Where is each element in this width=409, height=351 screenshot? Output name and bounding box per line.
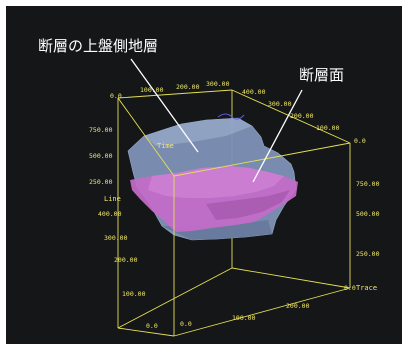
tick-bottom-1: 100.00 [232,314,256,322]
3d-viewport[interactable]: 0.0 100.00 200.00 300.00 400.00 300.00 2… [6,6,402,344]
tick-left-time-1: 500.00 [89,152,113,160]
tick-left-line-4: 0.0 [146,322,158,330]
tick-right-time-1: 500.00 [356,210,380,218]
tick-top-back-1: 100.00 [140,86,164,94]
tick-top-back-2: 200.00 [176,83,200,91]
bounding-box-front [117,97,351,337]
fault-plane-callout-label: 断層面 [299,66,344,84]
hanging-wall-callout-label: 断層の上盤側地層 [38,37,158,55]
tick-left-time-0: 750.00 [89,126,113,134]
tick-top-right-1: 300.00 [268,100,292,108]
tick-bottom-0: 0.0 [180,320,192,328]
tick-left-line-2: 200.00 [114,256,138,264]
tick-bottom-2: 200.00 [286,302,310,310]
hanging-wall-leader-line [130,58,199,153]
line-axis-label: Line [104,195,121,203]
trace-axis-label: Trace [356,284,377,292]
horizon-trace-mark [217,113,245,120]
annotations: 断層の上盤側地層 断層面 [38,37,344,183]
tick-left-line-0: 400.00 [98,210,122,218]
axis-labels: 0.0 100.00 200.00 300.00 400.00 300.00 2… [89,80,380,330]
tick-top-right-2: 200.00 [290,112,314,120]
fault-plane [130,166,298,232]
tick-left-line-1: 300.00 [104,234,128,242]
time-axis-label: Time [157,142,174,150]
tick-right-time-0: 750.00 [356,180,380,188]
tick-left-line-3: 100.00 [122,290,146,298]
seismic-volume-scene[interactable]: 0.0 100.00 200.00 300.00 400.00 300.00 2… [6,6,402,344]
tick-right-time-3: 0.0 [344,284,356,292]
fault-plane-leader-line [252,89,303,183]
tick-right-time-2: 250.00 [356,250,380,258]
tick-left-time-2: 250.00 [89,178,113,186]
tick-top-right-3: 100.00 [316,124,340,132]
tick-top-back-3: 300.00 [206,80,230,88]
tick-top-back-0: 0.0 [110,92,122,100]
tick-top-right-4: 0.0 [354,137,366,145]
tick-top-right-0: 400.00 [242,88,266,96]
